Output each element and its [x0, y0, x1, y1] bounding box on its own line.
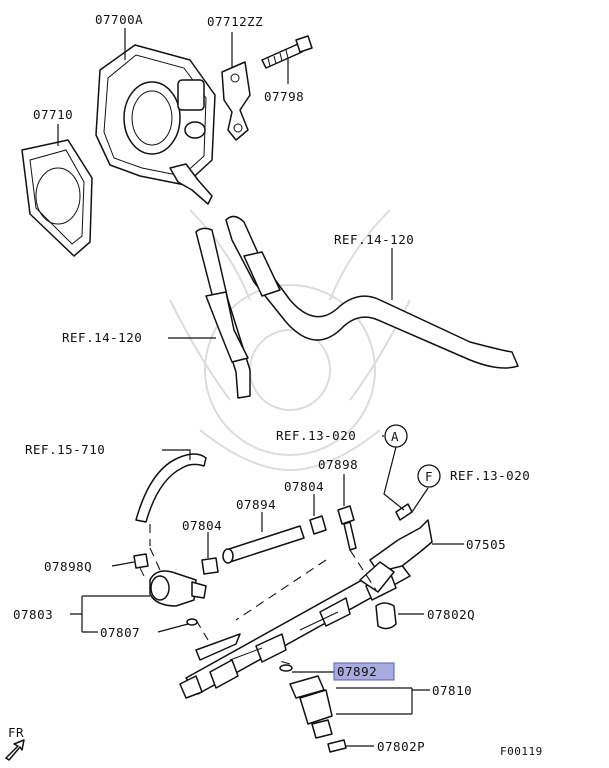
- insulator-07802Q[interactable]: [375, 602, 397, 630]
- callout-circle-a: [384, 424, 408, 448]
- label-07802Q[interactable]: 07802Q: [427, 607, 475, 622]
- fr-arrow-icon: [5, 739, 25, 761]
- label-ref15-710[interactable]: REF.15-710: [25, 442, 105, 457]
- label-07898[interactable]: 07898: [318, 457, 358, 472]
- bolt-07798[interactable]: [261, 35, 313, 69]
- label-07892[interactable]: 07892: [337, 664, 377, 679]
- callout-label-a: A: [391, 429, 399, 444]
- hose-ref14-120-right[interactable]: [225, 215, 519, 369]
- o-ring-07802P[interactable]: [327, 739, 347, 753]
- label-07505[interactable]: 07505: [466, 537, 506, 552]
- label-07894[interactable]: 07894: [236, 497, 276, 512]
- label-07804-b[interactable]: 07804: [182, 518, 222, 533]
- regulator-07803[interactable]: [149, 570, 207, 607]
- figure-code: F00119: [500, 745, 543, 758]
- o-ring-07807[interactable]: [186, 618, 198, 626]
- highlight-07892: [333, 662, 395, 681]
- callout-label-f: F: [425, 469, 433, 484]
- label-ref13-020-a[interactable]: REF.13-020: [276, 428, 356, 443]
- vacuum-hose-07894[interactable]: [222, 525, 305, 564]
- leader-callout-a: [383, 446, 405, 511]
- o-ring-07892[interactable]: [279, 664, 293, 672]
- bolt-07898Q[interactable]: [133, 553, 149, 577]
- label-07898Q[interactable]: 07898Q: [44, 559, 92, 574]
- label-ref14-120-a[interactable]: REF.14-120: [334, 232, 414, 247]
- throttle-body-07700A[interactable]: [95, 44, 216, 205]
- dash-hose-to-regulator: [149, 524, 161, 571]
- clip-07804-b[interactable]: [201, 557, 219, 575]
- hose-ref15-710[interactable]: [135, 453, 207, 523]
- label-07803[interactable]: 07803: [13, 607, 53, 622]
- dash-regulator-to-rail: [195, 619, 209, 641]
- bracket-07712ZZ[interactable]: [221, 61, 251, 141]
- hose-ref14-120-left[interactable]: [195, 227, 251, 399]
- label-07810[interactable]: 07810: [432, 683, 472, 698]
- label-07802P[interactable]: 07802P: [377, 739, 425, 754]
- pipe-07505[interactable]: [359, 503, 433, 593]
- injector-07810[interactable]: [289, 675, 333, 739]
- front-label: FR: [8, 725, 24, 740]
- label-ref13-020-f[interactable]: REF.13-020: [450, 468, 530, 483]
- leader-ref15-710: [162, 449, 191, 460]
- fuel-rail[interactable]: [179, 559, 411, 699]
- label-07712ZZ[interactable]: 07712ZZ: [207, 14, 263, 29]
- dash-injector-to-rail: [275, 659, 291, 665]
- leader-07810: [336, 687, 430, 715]
- label-ref14-120-b[interactable]: REF.14-120: [62, 330, 142, 345]
- callout-circle-f: [417, 464, 441, 488]
- bolt-07898[interactable]: [337, 505, 357, 551]
- dash-bolt-to-rail: [349, 549, 377, 591]
- label-07710[interactable]: 07710: [33, 107, 73, 122]
- dash-vacuum-to-rail: [235, 559, 327, 621]
- leader-07807: [157, 623, 189, 633]
- leader-callout-f: [411, 487, 429, 513]
- gasket-07710[interactable]: [21, 139, 93, 257]
- label-07700A[interactable]: 07700A: [95, 12, 143, 27]
- watermark-emblem: [169, 209, 411, 472]
- label-07804-a[interactable]: 07804: [284, 479, 324, 494]
- leader-07803: [70, 595, 150, 633]
- label-07798[interactable]: 07798: [264, 89, 304, 104]
- leader-07898Q: [111, 561, 135, 567]
- clip-07804-a[interactable]: [309, 515, 327, 535]
- label-07807[interactable]: 07807: [100, 625, 140, 640]
